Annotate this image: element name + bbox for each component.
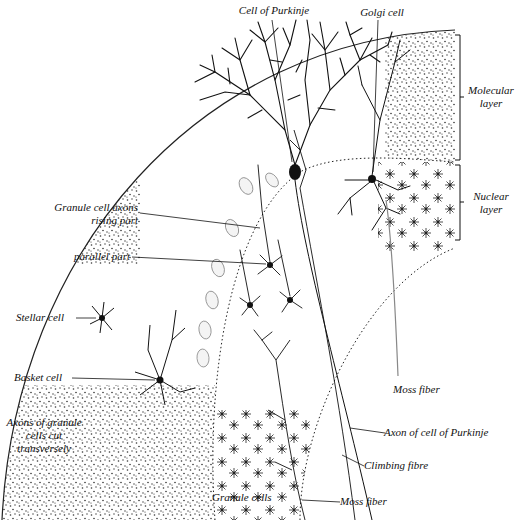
purkinje-axon bbox=[295, 180, 372, 520]
part-label: Cell of Purkinje bbox=[226, 4, 322, 17]
part-label: Granule cells bbox=[212, 491, 292, 504]
layer-boundary bbox=[213, 158, 455, 520]
part-label: parallel part bbox=[40, 250, 130, 263]
stellar-cell bbox=[90, 302, 114, 333]
part-label: Axons of granule cells cut transversely bbox=[4, 416, 84, 456]
layer-bracket bbox=[455, 165, 464, 240]
molecular-stipple bbox=[385, 30, 455, 165]
molecular-stipple bbox=[2, 180, 140, 265]
part-label: Golgi cell bbox=[352, 6, 412, 19]
granule-cells-pattern bbox=[215, 410, 310, 520]
part-label: Basket cell bbox=[14, 371, 76, 384]
moss-fiber bbox=[386, 200, 398, 376]
layer-bracket bbox=[455, 35, 464, 160]
part-label: Moss fiber bbox=[393, 383, 465, 396]
climbing-fibre bbox=[290, 130, 355, 520]
molecular-stipple bbox=[2, 385, 215, 520]
purkinje-outlines bbox=[196, 171, 281, 368]
part-label: Climbing fibre bbox=[364, 459, 456, 472]
basket-body bbox=[157, 377, 164, 384]
stellar-body bbox=[99, 315, 105, 321]
purkinje-body bbox=[289, 164, 301, 180]
part-label: Nuclear layer bbox=[464, 190, 518, 216]
part-label: Stellar cell bbox=[16, 311, 78, 324]
granule-body bbox=[247, 262, 293, 308]
granule-cells-pattern bbox=[378, 162, 455, 252]
basket-cell bbox=[135, 310, 195, 405]
part-label: Molecular layer bbox=[464, 84, 518, 110]
granule-cell bbox=[240, 165, 302, 340]
part-label: Moss fiber bbox=[340, 495, 410, 508]
cortex-surface bbox=[2, 30, 455, 520]
golgi-body bbox=[368, 175, 376, 183]
part-label: Granule cell axons rising part bbox=[28, 201, 138, 227]
part-label: Axon of cell of Purkinje bbox=[384, 426, 518, 439]
